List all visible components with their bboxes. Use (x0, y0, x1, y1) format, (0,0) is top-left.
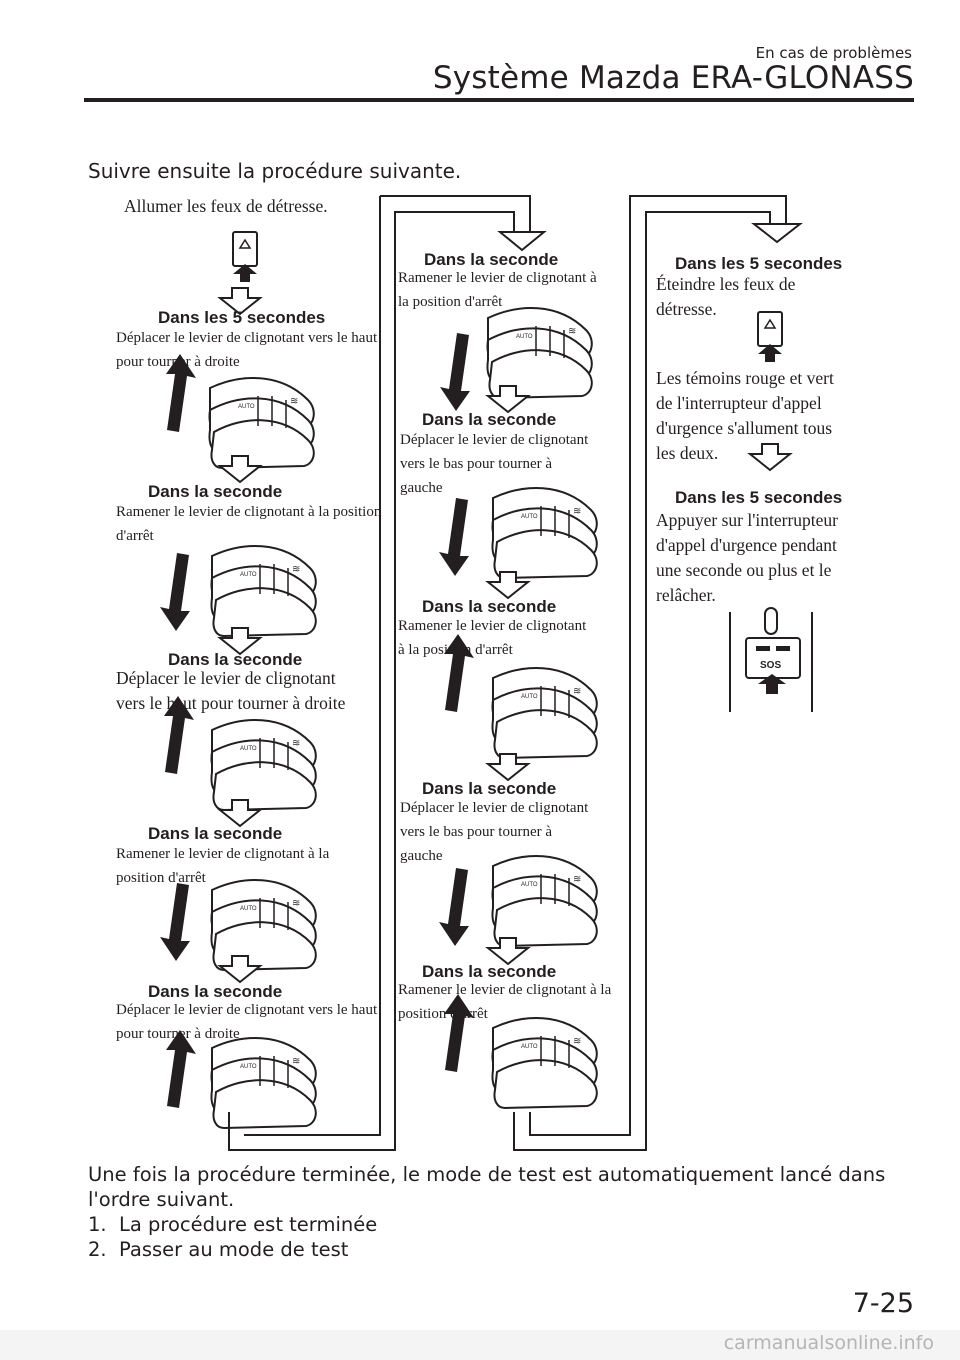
lever-down-arrow-icon (160, 883, 190, 961)
next-step-arrow (751, 223, 803, 244)
step-heading: Dans les 5 secondes (675, 254, 843, 273)
sos-label: SOS (760, 660, 781, 671)
page-title: Système Mazda ERA-GLONASS (432, 60, 914, 96)
flow-connector (513, 211, 771, 1151)
turn-lever-icon (210, 545, 317, 637)
step-heading: Dans les 5 secondes (675, 488, 843, 507)
step-heading: Dans la seconde (148, 482, 283, 501)
intro-text: Suivre ensuite la procédure suivante. (88, 159, 462, 183)
flow-connector (380, 195, 531, 232)
step-heading: Dans la seconde (168, 650, 303, 669)
turn-lever-icon (210, 719, 317, 811)
step-heading: Dans la seconde (422, 410, 557, 429)
step-text: Ramener le levier de clignotant à la pos… (116, 504, 382, 544)
page-number: 7-25 (852, 1288, 914, 1319)
sos-switch-icon (745, 637, 801, 679)
step-heading: Dans la seconde (422, 597, 557, 616)
footer-watermark[interactable]: carmanualsonline.info (723, 1332, 934, 1354)
press-arrow-icon (758, 674, 786, 694)
console-slot (764, 607, 778, 635)
section-name: En cas de problèmes (755, 44, 912, 62)
indicator-light-red (756, 646, 770, 651)
turn-lever-icon (491, 667, 598, 759)
next-step-arrow (497, 231, 547, 252)
step-heading: Dans la seconde (148, 824, 283, 843)
step-start: Allumer les feux de détresse. (124, 196, 328, 216)
flow-connector (529, 195, 787, 1136)
step-text: Déplacer le levier de clignotant vers le… (116, 330, 378, 370)
turn-lever-icon (491, 487, 598, 579)
flow-connector (228, 211, 515, 1151)
list-item: 2. Passer au mode de test (88, 1238, 349, 1261)
flow-connector (244, 196, 381, 1136)
step-heading: Dans la seconde (422, 779, 557, 798)
step-text: Déplacer le levier de clignotant vers le… (116, 1002, 378, 1042)
turn-lever-icon (491, 855, 598, 947)
turn-lever-icon (491, 1017, 598, 1109)
header-rule (84, 98, 914, 102)
list-item: 1. La procédure est terminée (88, 1213, 378, 1236)
step-heading: Dans la seconde (148, 982, 283, 1001)
turn-lever-icon (210, 879, 317, 971)
lever-down-arrow-icon (439, 868, 469, 946)
turn-lever-icon (210, 1037, 317, 1129)
footer-bar (0, 1330, 960, 1360)
step-heading: Dans les 5 secondes (158, 308, 326, 327)
step-heading: Dans la seconde (424, 250, 559, 269)
lever-down-arrow-icon (160, 553, 190, 631)
step-heading: Dans la seconde (422, 962, 557, 981)
turn-lever-icon (208, 377, 315, 469)
summary-text: Une fois la procédure terminée, le mode … (88, 1163, 886, 1261)
lever-down-arrow-icon (440, 333, 470, 411)
lever-down-arrow-icon (439, 498, 469, 576)
procedure-diagram: AUTO ≋ (160, 195, 813, 1151)
turn-lever-icon (486, 307, 593, 399)
indicator-light-green (776, 646, 790, 651)
hazard-switch-icon (232, 231, 258, 283)
